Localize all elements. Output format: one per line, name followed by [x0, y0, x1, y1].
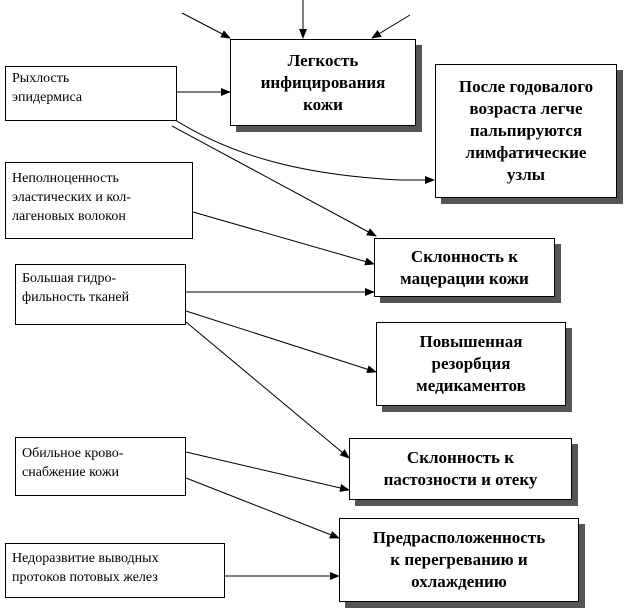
effect-line: Предрасположенность [372, 528, 546, 547]
arrow-blood-thermo [185, 477, 340, 539]
cause-line: Рыхлость [12, 71, 70, 86]
cause-box-fibers: Неполноценность эластических и кол- лаге… [5, 162, 193, 239]
effect-line: кожи [303, 94, 343, 114]
arrow-hydro-resorption [185, 310, 377, 374]
cause-line: Недоразвитие выводных [12, 551, 159, 566]
effect-line: инфицирования [260, 72, 386, 92]
arrow-fibers-maceration [192, 211, 375, 266]
effect-line: резорбция [431, 354, 511, 373]
effect-box-infection: Легкость инфицирования кожи [230, 39, 416, 126]
effect-box-edema: Склонность к пастозности и отеку [349, 438, 572, 500]
cause-line: Большая гидро- [22, 271, 117, 286]
effect-box-thermo: Предрасположенность к перегреванию и охл… [339, 518, 579, 602]
effect-line: После годовалого [458, 77, 594, 96]
effect-box-maceration: Склонность к мацерации кожи [374, 238, 555, 297]
arrow-incoming-left [181, 12, 231, 39]
effect-line: лимфатические [465, 143, 587, 162]
effect-line: мацерации кожи [400, 268, 529, 288]
cause-line: снабжение кожи [22, 465, 120, 480]
cause-box-blood: Обильное крово- снабжение кожи [15, 437, 186, 496]
effect-line: Склонность к [406, 448, 515, 467]
cause-box-ducts: Недоразвитие выводных протоков потовых ж… [5, 543, 225, 598]
arrow-hydro-edema [185, 321, 350, 459]
effect-box-resorption: Повышенная резорбция медикаментов [376, 322, 566, 406]
cause-line: эпидермиса [12, 90, 83, 105]
effect-line: возраста легче [469, 99, 583, 118]
effect-line: медикаментов [416, 376, 526, 395]
arrow-blood-edema [185, 451, 350, 492]
effect-line: пальпируются [469, 121, 583, 140]
arrow-incoming-right [371, 14, 411, 39]
arrow-epidermis-lymph [171, 117, 435, 184]
effect-line: Легкость [287, 50, 359, 70]
effect-line: узлы [506, 165, 546, 184]
cause-line: Неполноценность [12, 171, 119, 186]
cause-line: лагеновых волокон [12, 209, 126, 224]
effect-line: охлаждению [411, 572, 507, 591]
cause-box-hydro: Большая гидро- фильность тканей [15, 264, 186, 325]
effect-line: Повышенная [419, 332, 523, 351]
cause-line: фильность тканей [22, 290, 130, 305]
effect-box-lymph: После годовалого возраста легче пальпиру… [435, 64, 617, 198]
arrow-epidermis-maceration [171, 125, 377, 237]
cause-line: Обильное крово- [22, 446, 124, 461]
effect-line: пастозности и отеку [383, 470, 538, 489]
cause-box-epidermis: Рыхлость эпидермиса [5, 66, 177, 121]
cause-line: эластических и кол- [12, 190, 131, 205]
effect-line: Склонность к [410, 246, 519, 266]
effect-line: к перегреванию и [390, 550, 528, 569]
cause-line: протоков потовых желез [12, 570, 158, 585]
